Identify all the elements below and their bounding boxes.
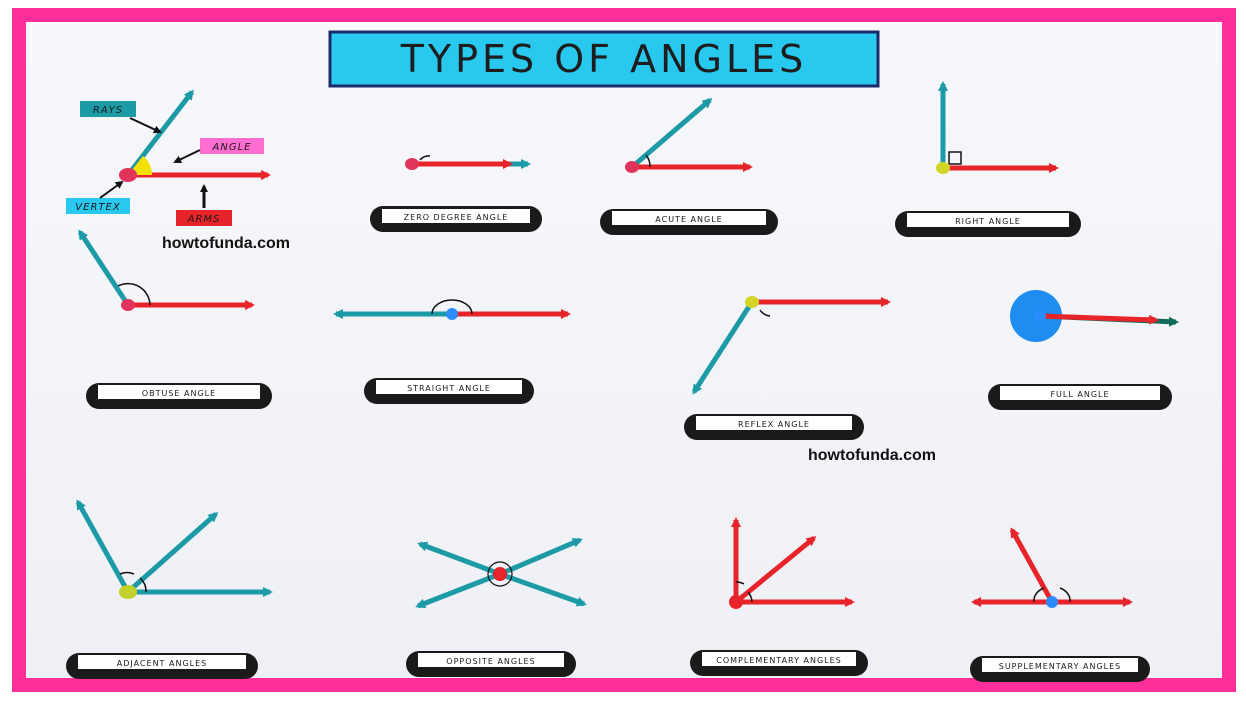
obtuse-angle-model [77, 229, 255, 311]
angle-parts-diagram: RAYS ANGLE VERTEX ARMS howtofunda.com [66, 89, 290, 252]
adjacent-label: ADJACENT ANGLES [66, 653, 258, 679]
adjacent-label-text: ADJACENT ANGLES [117, 659, 207, 668]
zero-degree-label-text: ZERO DEGREE ANGLE [404, 213, 509, 222]
vertex-tag: VERTEX [75, 202, 121, 213]
full-angle-model [1010, 290, 1179, 342]
poster-board [12, 8, 1236, 692]
full-label: FULL ANGLE [988, 384, 1172, 410]
right-label-text: RIGHT ANGLE [955, 217, 1021, 226]
zero-degree-angle-model [405, 155, 531, 170]
acute-label: ACUTE ANGLE [600, 209, 778, 235]
rays-tag: RAYS [93, 105, 123, 116]
complementary-label-text: COMPLEMENTARY ANGLES [716, 656, 842, 665]
supplementary-angles-model [971, 527, 1133, 608]
reflex-label-text: REFLEX ANGLE [738, 420, 810, 429]
right-label: RIGHT ANGLE [895, 211, 1081, 237]
arms-tag: ARMS [187, 214, 221, 225]
opposite-label-text: OPPOSITE ANGLES [446, 657, 535, 666]
watermark-middle: howtofunda.com [808, 447, 936, 464]
adjacent-angles-model [75, 499, 273, 599]
complementary-label: COMPLEMENTARY ANGLES [690, 650, 868, 676]
full-label-text: FULL ANGLE [1050, 390, 1109, 399]
acute-angle-model [625, 98, 753, 173]
straight-angle-model [333, 299, 571, 320]
straight-label-text: STRAIGHT ANGLE [407, 384, 491, 393]
acute-label-text: ACUTE ANGLE [655, 215, 722, 224]
reflex-angle-model [691, 296, 891, 395]
page-title: TYPES OF ANGLES [400, 37, 808, 81]
title-banner: TYPES OF ANGLES [328, 30, 880, 88]
complementary-angles-model [729, 517, 855, 609]
zero-degree-label: ZERO DEGREE ANGLE [370, 206, 542, 232]
right-angle-model [936, 81, 1059, 174]
obtuse-label-text: OBTUSE ANGLE [142, 389, 216, 398]
watermark-top: howtofunda.com [162, 235, 290, 252]
straight-label: STRAIGHT ANGLE [364, 378, 534, 404]
angle-tag: ANGLE [212, 142, 252, 153]
supplementary-label-text: SUPPLEMENTARY ANGLES [999, 662, 1122, 671]
obtuse-label: OBTUSE ANGLE [86, 383, 272, 409]
supplementary-label: SUPPLEMENTARY ANGLES [970, 656, 1150, 682]
opposite-label: OPPOSITE ANGLES [406, 651, 576, 677]
opposite-angles-model [415, 537, 587, 609]
reflex-label: REFLEX ANGLE [684, 414, 864, 440]
